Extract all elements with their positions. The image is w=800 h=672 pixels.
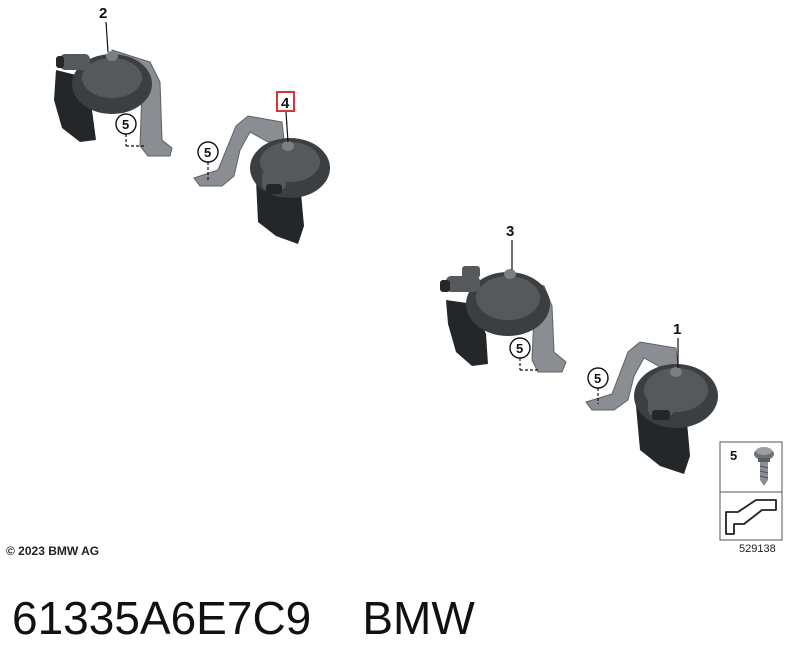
legend-box <box>719 441 783 541</box>
callout-label-5: 5 <box>204 145 211 160</box>
callout-5-assembly-3 <box>509 337 540 371</box>
callout-5-assembly-1 <box>587 367 609 404</box>
screw-icon <box>754 447 774 486</box>
callout-5-assembly-4 <box>197 141 219 180</box>
horn-assembly-2 <box>54 21 173 157</box>
part-number-1: 1 <box>673 321 681 338</box>
horn-assembly-3 <box>440 240 567 373</box>
part-number-3: 3 <box>506 223 514 240</box>
callout-label-5: 5 <box>516 341 523 356</box>
catalog-arrow-icon <box>725 499 777 535</box>
part-number-4-highlight <box>276 91 295 112</box>
horn-assembly-4 <box>193 111 330 244</box>
part-number-2: 2 <box>99 5 107 22</box>
part-number-4[interactable]: 4 <box>281 95 290 112</box>
legend-code: 529138 <box>739 543 776 555</box>
horn-assembly-1 <box>585 338 718 474</box>
callout-label-5: 5 <box>122 117 129 132</box>
callout-label-5: 5 <box>594 371 601 386</box>
copyright: © 2023 BMW AG <box>6 544 99 558</box>
callout-5-assembly-2 <box>115 113 146 147</box>
diagram-caption: 61335A6E7C9 BMW <box>12 592 475 644</box>
legend-item-number: 5 <box>730 448 737 463</box>
